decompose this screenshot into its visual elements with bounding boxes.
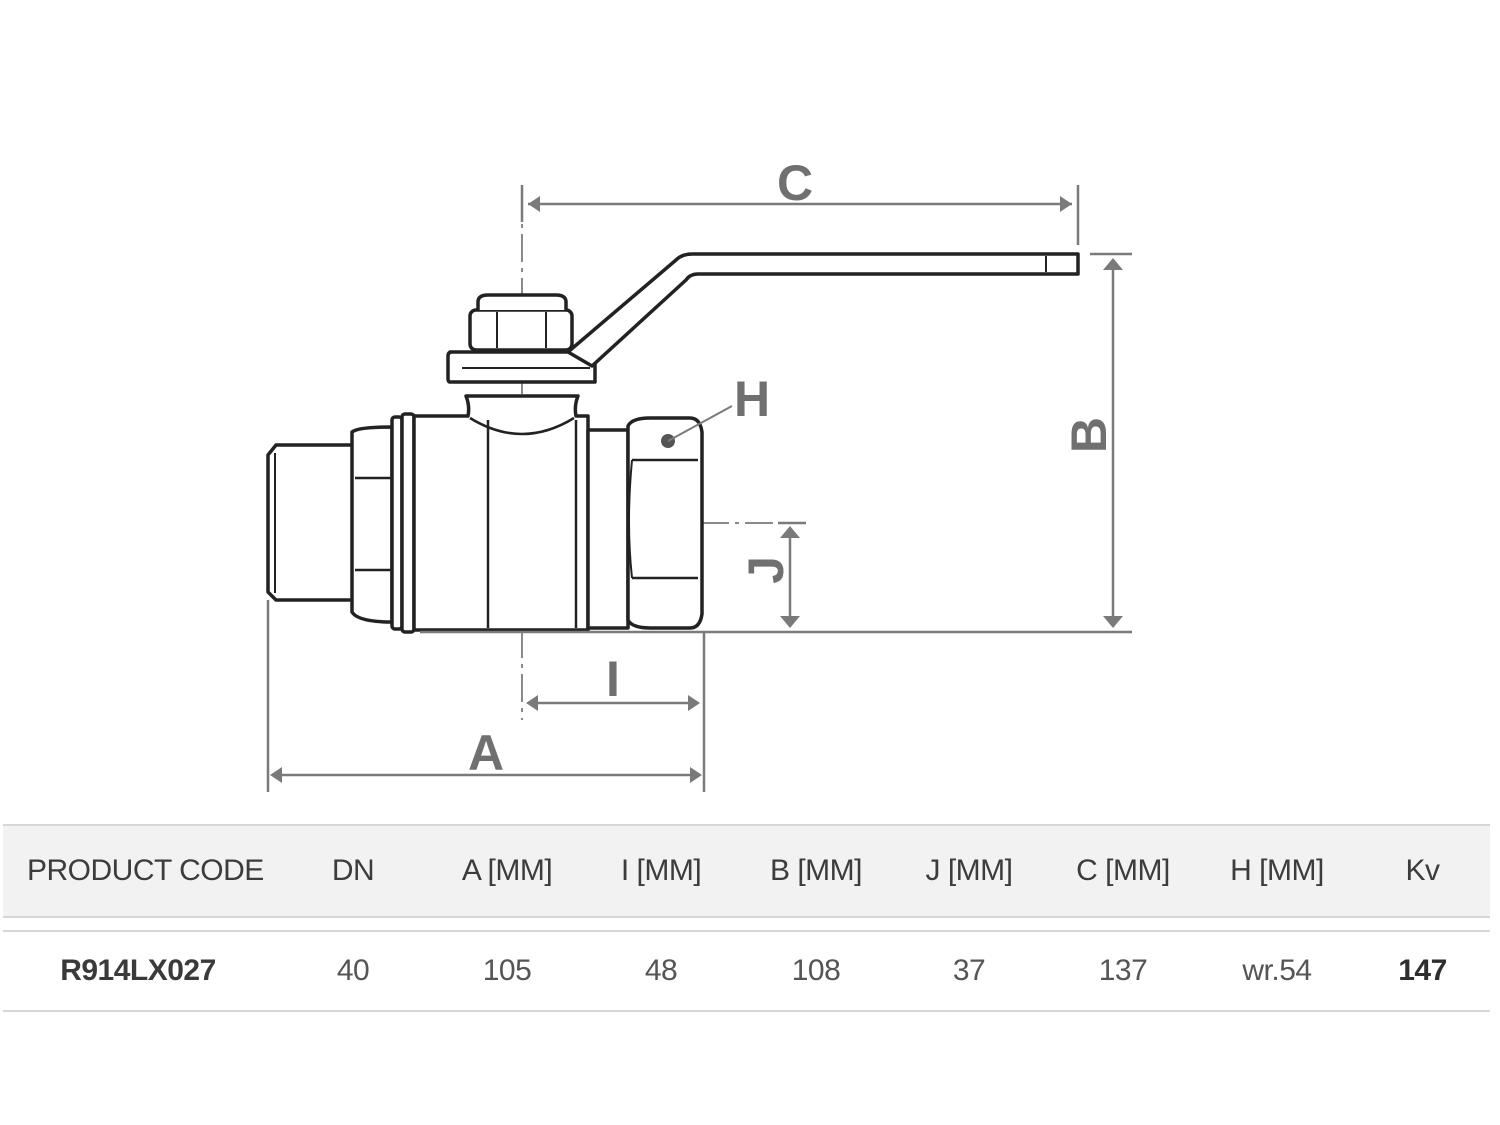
header-h: H [MM] xyxy=(1230,854,1324,887)
union-hex-nut xyxy=(350,425,394,624)
ball-valve-drawing: C H B J I A xyxy=(266,155,1132,792)
stem-nut xyxy=(468,308,574,352)
header-b: B [MM] xyxy=(770,854,863,887)
cell-b: 108 xyxy=(791,954,841,987)
cell-kv: 147 xyxy=(1398,954,1447,987)
male-thread-end xyxy=(266,443,360,602)
cell-h: wr.54 xyxy=(1242,954,1312,987)
cell-product-code: R914LX027 xyxy=(60,954,216,987)
female-hex-end xyxy=(586,428,630,630)
header-i: I [MM] xyxy=(620,854,702,887)
header-dn: DN xyxy=(331,854,375,887)
header-product-code: PRODUCT CODE xyxy=(27,854,264,887)
dim-label-i: I xyxy=(606,651,620,707)
header-c: C [MM] xyxy=(1076,854,1170,887)
dim-label-c: C xyxy=(777,155,813,211)
table-row: R914LX027 40 105 48 108 37 137 wr.54 147 xyxy=(3,931,1490,1011)
specification-table: PRODUCT CODE DN A [MM] I [MM] B [MM] J [… xyxy=(3,824,1490,1012)
valve-main-body xyxy=(412,394,590,632)
cell-j: 37 xyxy=(952,954,986,987)
header-a: A [MM] xyxy=(461,854,553,887)
cell-a: 105 xyxy=(482,954,532,987)
header-j: J [MM] xyxy=(925,854,1014,887)
dim-label-j: J xyxy=(738,556,794,584)
dim-label-a: A xyxy=(468,725,504,781)
dimension-lines xyxy=(266,185,1132,792)
cell-c: 137 xyxy=(1098,954,1148,987)
cell-dn: 40 xyxy=(336,954,370,987)
cell-i: 48 xyxy=(644,954,678,987)
header-kv: Kv xyxy=(1405,854,1440,887)
dim-label-h: H xyxy=(734,371,770,427)
dim-label-b: B xyxy=(1061,417,1117,453)
lever-handle xyxy=(566,252,1080,368)
valve-body xyxy=(266,252,1080,634)
table-header-row: PRODUCT CODE DN A [MM] I [MM] B [MM] J [… xyxy=(3,825,1490,917)
